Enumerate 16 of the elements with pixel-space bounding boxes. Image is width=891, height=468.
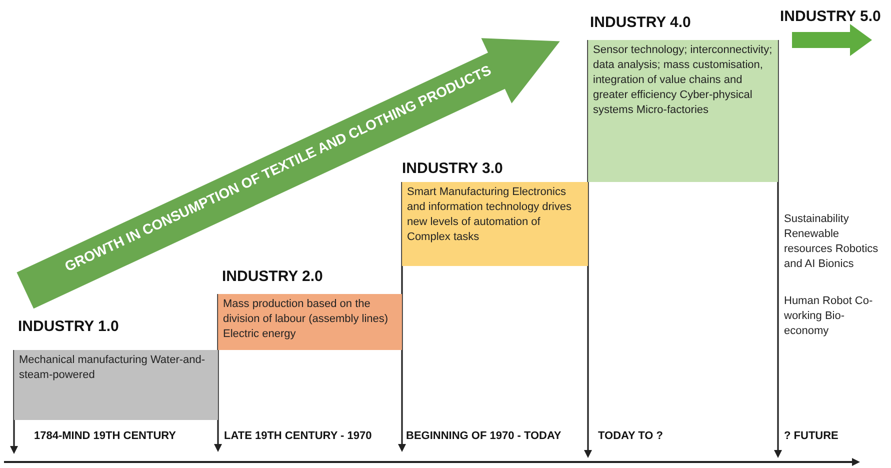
period-label: BEGINNING OF 1970 - TODAY [406, 430, 562, 442]
stage-heading: INDUSTRY 3.0 [402, 160, 503, 177]
stage-heading: INDUSTRY 5.0 [780, 8, 881, 25]
stage-heading: INDUSTRY 1.0 [18, 318, 119, 335]
stage-heading: INDUSTRY 2.0 [222, 268, 323, 285]
stage-description: Sensor technology; interconnectivity; data analysis; mass customisation, integration of value chains and greater efficiency Cyber-physical systems Micro-factories [593, 43, 773, 118]
stage-description: Mass production based on the division of labour (assembly lines) Electric energy [223, 297, 390, 342]
stage-description: Mechanical manufacturing Water-and-steam-powered [19, 353, 206, 383]
period-label: 1784-MIND 19TH CENTURY [34, 430, 176, 442]
period-label: TODAY TO ? [598, 430, 664, 442]
stage-description: Sustainability Renewable resources Robotics and AI Bionics [784, 212, 880, 272]
stage-description: Smart Manufacturing Electronics and information technology drives new levels of automation of Complex tasks [407, 185, 572, 245]
period-label: LATE 19TH CENTURY - 1970 [224, 430, 372, 442]
period-label: ? FUTURE [784, 430, 838, 442]
stage-heading: INDUSTRY 4.0 [590, 14, 691, 31]
stage-description: Human Robot Co-working Bio-economy [784, 294, 874, 339]
